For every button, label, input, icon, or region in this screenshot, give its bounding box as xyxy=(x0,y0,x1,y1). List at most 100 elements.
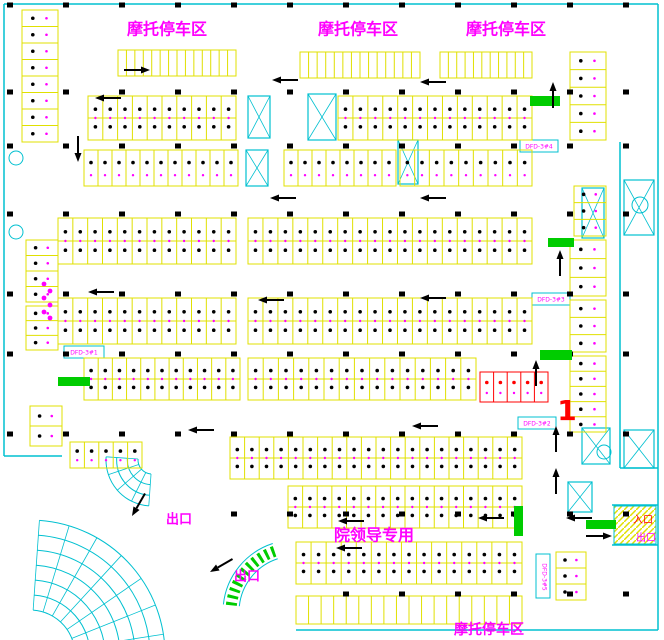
parking-row xyxy=(87,95,237,141)
stall-dot xyxy=(522,310,527,314)
stall-mark xyxy=(197,239,201,243)
stall-dot xyxy=(93,125,98,129)
stall-dot xyxy=(462,328,467,333)
stall-mark xyxy=(396,456,400,460)
column-marker xyxy=(623,351,629,357)
stall-mark xyxy=(117,174,121,177)
column-marker xyxy=(455,431,461,437)
stall-dot xyxy=(316,552,321,557)
stall-dot xyxy=(331,552,336,557)
stall-dot xyxy=(308,464,313,469)
direction-arrow xyxy=(552,426,560,452)
parking-row xyxy=(479,371,549,403)
stall-mark xyxy=(343,239,347,243)
stall-dot xyxy=(493,160,498,165)
stall-dot xyxy=(433,248,437,252)
stall-dot xyxy=(498,447,502,452)
stall-dot xyxy=(396,464,400,469)
label-equip-dfd1: DFD-3#1 xyxy=(70,350,98,357)
parking-row xyxy=(287,485,523,529)
parking-row xyxy=(247,297,533,345)
stall-dot xyxy=(579,422,583,427)
stall-mark xyxy=(212,116,215,120)
stall-mark xyxy=(468,561,471,565)
direction-arrow xyxy=(188,426,214,434)
column-detail xyxy=(596,444,612,460)
stall-dot xyxy=(289,160,293,165)
column-marker xyxy=(119,2,125,8)
stall-dot xyxy=(482,569,487,574)
stall-mark xyxy=(94,116,97,120)
stall-dot xyxy=(123,125,127,129)
stall-dot xyxy=(396,447,400,452)
stall-dot xyxy=(212,125,216,129)
stall-dot xyxy=(469,464,473,469)
column-marker xyxy=(343,143,349,149)
stall-dot xyxy=(173,160,177,165)
stall-mark xyxy=(294,505,297,509)
stall-dot xyxy=(492,230,497,234)
stall-dot xyxy=(579,377,583,381)
stall-dot xyxy=(137,310,142,314)
stall-dot xyxy=(449,160,454,165)
stall-mark xyxy=(411,456,414,460)
stall-dot xyxy=(508,160,512,165)
stall-dot xyxy=(579,94,583,98)
stall-mark xyxy=(593,377,596,381)
stall-dot xyxy=(138,107,142,111)
stall-mark xyxy=(123,319,126,323)
stall-dot xyxy=(216,385,221,390)
stall-dot xyxy=(152,328,157,333)
stall-dot xyxy=(89,368,93,373)
column-marker xyxy=(119,351,125,357)
stall-dot xyxy=(410,513,415,518)
green-marker xyxy=(58,377,90,386)
equipment-box xyxy=(519,139,559,153)
stall-mark xyxy=(345,174,349,177)
stall-dot xyxy=(525,380,530,385)
column-detail xyxy=(8,150,24,166)
stall-dot xyxy=(410,447,415,452)
stall-dot xyxy=(253,328,258,333)
parking-row xyxy=(25,239,59,303)
stall-mark xyxy=(593,362,596,365)
stall-mark xyxy=(403,319,407,323)
parking-row xyxy=(283,149,397,187)
stall-dot xyxy=(579,392,583,396)
parking-row xyxy=(555,551,587,601)
stall-mark xyxy=(236,456,239,460)
stall-dot xyxy=(477,125,482,129)
stall-mark xyxy=(358,319,362,323)
stall-mark xyxy=(478,116,481,120)
stall-dot xyxy=(152,107,157,111)
stall-mark xyxy=(594,193,598,196)
stall-dot xyxy=(89,385,93,390)
stall-mark xyxy=(407,561,411,565)
column-marker xyxy=(231,351,237,357)
stall-dot xyxy=(188,368,193,373)
stall-dot xyxy=(436,385,440,390)
stall-dot xyxy=(268,248,273,252)
column-marker xyxy=(287,211,293,217)
column-detail xyxy=(8,224,24,240)
stall-dot xyxy=(451,385,456,390)
stall-mark xyxy=(201,174,205,177)
stall-mark xyxy=(45,49,48,53)
stall-dot xyxy=(433,310,437,314)
stall-dot xyxy=(360,368,364,373)
stall-dot xyxy=(33,326,38,330)
stall-mark xyxy=(381,505,385,509)
column-marker xyxy=(343,351,349,357)
column-marker xyxy=(343,211,349,217)
stall-mark xyxy=(433,239,437,243)
stall-dot xyxy=(421,385,425,390)
column-marker xyxy=(231,431,237,437)
stall-dot xyxy=(33,311,38,316)
stall-mark xyxy=(498,561,501,565)
stall-mark xyxy=(159,174,163,177)
stall-dot xyxy=(439,464,444,469)
stall-dot xyxy=(108,328,112,333)
column-marker xyxy=(7,143,13,149)
stall-dot xyxy=(390,368,395,373)
stall-mark xyxy=(352,505,356,509)
